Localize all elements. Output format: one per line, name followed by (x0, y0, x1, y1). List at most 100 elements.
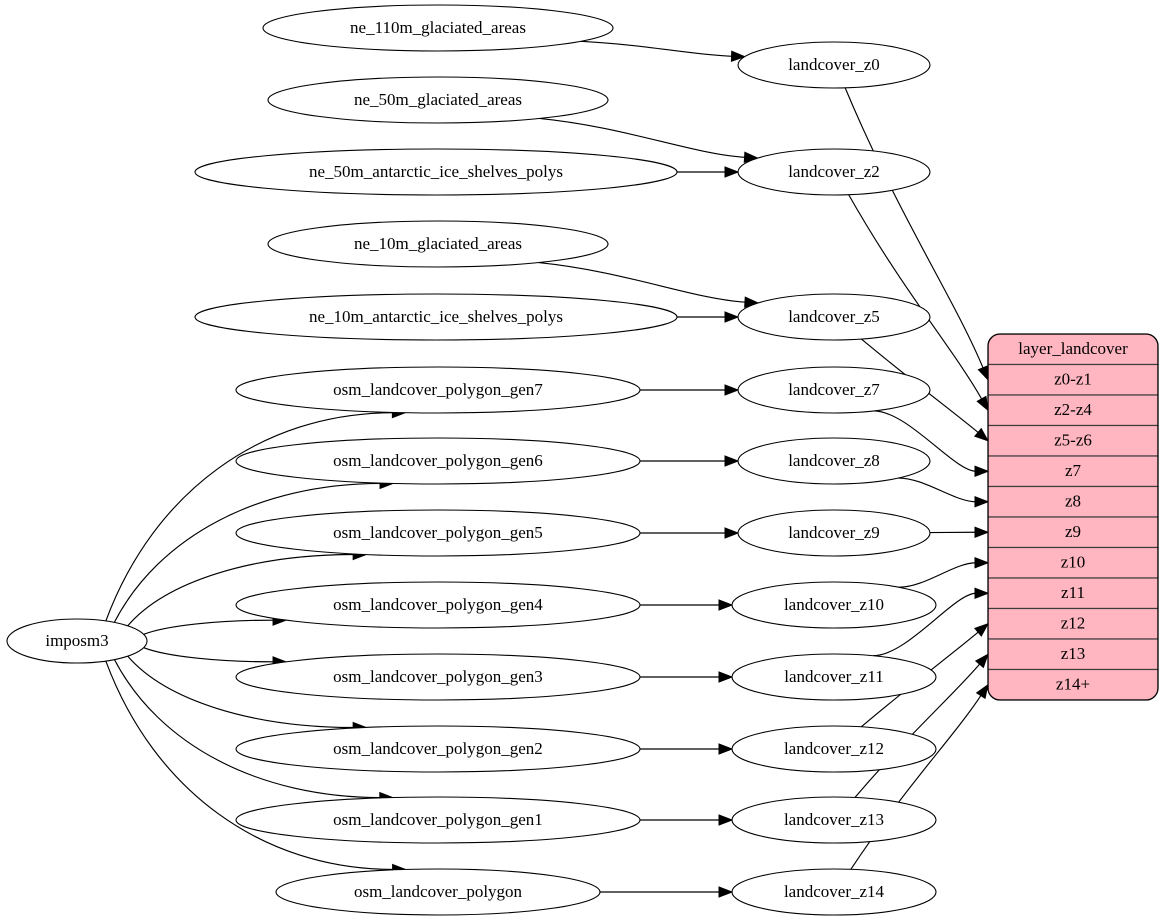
edge-arrowhead (724, 311, 740, 323)
node-osm_landcover_polygon_gen4[interactable]: osm_landcover_polygon_gen4 (235, 581, 641, 629)
node-label-landcover_z13: landcover_z13 (784, 810, 884, 829)
layer-landcover-table[interactable]: layer_landcoverz0-z1z2-z4z5-z6z7z8z9z10z… (987, 333, 1159, 701)
edge-line (861, 338, 980, 434)
node-label-ne_10m_glaciated_areas: ne_10m_glaciated_areas (354, 234, 522, 253)
table-row-cell-z10[interactable] (988, 546, 1158, 579)
table-row-label: z2-z4 (1054, 400, 1092, 419)
node-label-landcover_z12: landcover_z12 (784, 739, 884, 758)
table-row-label: z9 (1065, 522, 1081, 541)
edge-line (113, 659, 381, 799)
edge-landcover_z8-to-layer_landcover-z8 (898, 477, 990, 508)
edge-landcover_z10-to-layer_landcover-z10 (898, 557, 990, 588)
node-landcover_z13[interactable]: landcover_z13 (731, 796, 937, 844)
edge-arrowhead (718, 671, 734, 683)
node-osm_landcover_polygon[interactable]: osm_landcover_polygon (275, 868, 601, 916)
edge-line (873, 410, 977, 472)
node-ne_110m_glaciated_areas[interactable]: ne_110m_glaciated_areas (262, 4, 614, 52)
node-shape-landcover_z12 (731, 725, 937, 773)
edge-line (873, 592, 977, 657)
table-row-label: z13 (1061, 644, 1086, 663)
edge-osm_landcover_polygon-to-landcover_z14 (599, 886, 734, 898)
node-landcover_z7[interactable]: landcover_z7 (737, 366, 931, 414)
table-row-cell-z14+[interactable] (988, 668, 1158, 701)
edge-line (127, 553, 355, 627)
edge-arrowhead (974, 587, 990, 599)
edge-line (898, 477, 977, 503)
node-osm_landcover_polygon_gen5[interactable]: osm_landcover_polygon_gen5 (235, 509, 641, 557)
edge-arrowhead (718, 599, 734, 611)
node-shape-osm_landcover_polygon_gen3 (235, 653, 641, 701)
table-row-label: z12 (1061, 614, 1086, 633)
edge-line (143, 619, 275, 635)
edge-osm_landcover_polygon_gen7-to-landcover_z7 (640, 384, 740, 396)
node-osm_landcover_polygon_gen6[interactable]: osm_landcover_polygon_gen6 (235, 437, 641, 485)
edge-line (113, 482, 382, 623)
node-ne_10m_glaciated_areas[interactable]: ne_10m_glaciated_areas (267, 220, 609, 268)
node-ne_10m_antarctic_ice_shelves_polys[interactable]: ne_10m_antarctic_ice_shelves_polys (194, 293, 678, 341)
edge-arrowhead (724, 455, 740, 467)
edge-arrowhead (974, 465, 990, 477)
node-shape-osm_landcover_polygon (275, 868, 601, 916)
node-osm_landcover_polygon_gen2[interactable]: osm_landcover_polygon_gen2 (235, 725, 641, 773)
node-landcover_z10[interactable]: landcover_z10 (731, 581, 937, 629)
table-row-cell-z12[interactable] (988, 607, 1158, 640)
node-shape-ne_110m_glaciated_areas (262, 4, 614, 52)
node-ne_50m_glaciated_areas[interactable]: ne_50m_glaciated_areas (267, 76, 609, 124)
node-landcover_z5[interactable]: landcover_z5 (737, 293, 931, 341)
node-label-osm_landcover_polygon_gen7: osm_landcover_polygon_gen7 (333, 380, 543, 399)
edge-line (539, 117, 746, 158)
table-row-cell-z5-z6[interactable] (988, 424, 1158, 457)
node-landcover_z14[interactable]: landcover_z14 (731, 868, 937, 916)
node-osm_landcover_polygon_gen7[interactable]: osm_landcover_polygon_gen7 (235, 366, 641, 414)
edge-arrowhead (718, 886, 734, 898)
node-label-ne_50m_glaciated_areas: ne_50m_glaciated_areas (354, 90, 522, 109)
table-row-cell-z0-z1[interactable] (988, 363, 1158, 396)
node-osm_landcover_polygon_gen3[interactable]: osm_landcover_polygon_gen3 (235, 653, 641, 701)
node-imposm3[interactable]: imposm3 (6, 618, 148, 664)
node-label-ne_110m_glaciated_areas: ne_110m_glaciated_areas (350, 18, 526, 37)
edge-landcover_z7-to-layer_landcover-z7 (873, 410, 990, 477)
table-header-cell[interactable] (988, 334, 1158, 366)
edge-arrowhead (974, 557, 990, 569)
node-label-landcover_z0: landcover_z0 (788, 55, 880, 74)
node-label-landcover_z9: landcover_z9 (788, 523, 880, 542)
table-row-cell-z13[interactable] (988, 638, 1158, 671)
table-row-cell-z9[interactable] (988, 516, 1158, 549)
node-label-landcover_z10: landcover_z10 (784, 595, 884, 614)
edge-arrowhead (730, 50, 746, 62)
edge-line (143, 647, 275, 663)
node-layer: imposm3 ne_110m_glaciated_areas ne_50m_gla… (6, 4, 937, 916)
table-row-label: z5-z6 (1054, 431, 1092, 450)
edge-landcover_z13-to-layer_landcover-z13 (854, 653, 989, 798)
node-osm_landcover_polygon_gen1[interactable]: osm_landcover_polygon_gen1 (235, 796, 641, 844)
node-landcover_z12[interactable]: landcover_z12 (731, 725, 937, 773)
edge-landcover_z11-to-layer_landcover-z11 (873, 587, 990, 657)
node-label-imposm3: imposm3 (45, 631, 108, 650)
table-outline (987, 333, 1159, 701)
node-label-landcover_z8: landcover_z8 (788, 451, 880, 470)
node-label-osm_landcover_polygon: osm_landcover_polygon (354, 882, 523, 901)
edge-arrowhead (724, 384, 740, 396)
node-shape-landcover_z10 (731, 581, 937, 629)
edge-arrowhead (974, 622, 990, 637)
edge-arrowhead (976, 395, 989, 412)
node-landcover_z0[interactable]: landcover_z0 (737, 41, 931, 89)
node-ne_50m_antarctic_ice_shelves_polys[interactable]: ne_50m_antarctic_ice_shelves_polys (194, 148, 678, 196)
node-shape-osm_landcover_polygon_gen4 (235, 581, 641, 629)
edge-line (538, 261, 746, 303)
node-shape-landcover_z11 (731, 653, 937, 701)
edge-osm_landcover_polygon_gen6-to-landcover_z8 (640, 455, 740, 467)
node-label-osm_landcover_polygon_gen1: osm_landcover_polygon_gen1 (333, 810, 543, 829)
node-landcover_z9[interactable]: landcover_z9 (737, 509, 931, 557)
node-landcover_z11[interactable]: landcover_z11 (731, 653, 937, 701)
node-landcover_z2[interactable]: landcover_z2 (737, 148, 931, 196)
edge-arrowhead (724, 527, 740, 539)
edge-osm_landcover_polygon_gen4-to-landcover_z10 (640, 599, 734, 611)
node-landcover_z8[interactable]: landcover_z8 (737, 437, 931, 485)
edge-arrowhead (724, 166, 740, 178)
node-shape-landcover_z0 (737, 41, 931, 89)
edge-ne_50m_antarctic_ice_shelves_polys-to-landcover_z2 (676, 166, 740, 178)
node-shape-landcover_z9 (737, 509, 931, 557)
edge-landcover_z5-to-layer_landcover-z5-z6 (861, 338, 990, 442)
